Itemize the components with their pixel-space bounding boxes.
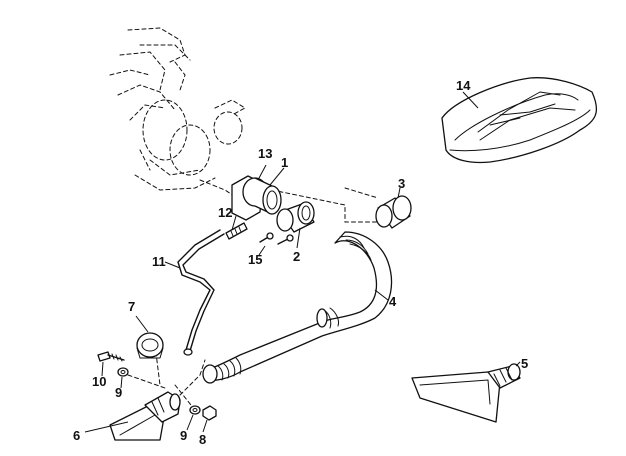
callout-13: 13 bbox=[258, 146, 272, 161]
screw-15 bbox=[259, 232, 294, 245]
bolt-10 bbox=[97, 351, 125, 362]
callout-5: 5 bbox=[521, 356, 528, 371]
callout-9a: 9 bbox=[115, 385, 122, 400]
spring-pin bbox=[225, 222, 248, 240]
callout-1: 1 bbox=[281, 155, 288, 170]
bent-rod bbox=[177, 229, 225, 356]
callout-2: 2 bbox=[293, 249, 300, 264]
flat-nozzle bbox=[109, 391, 181, 441]
washer-9a bbox=[117, 367, 129, 377]
callout-14: 14 bbox=[456, 78, 471, 93]
tube-fitting bbox=[276, 201, 315, 233]
clamp-ring bbox=[136, 332, 164, 359]
callout-9b: 9 bbox=[180, 428, 187, 443]
callout-labels: 1 2 3 4 5 6 7 8 9 9 10 11 12 13 14 15 bbox=[73, 78, 528, 447]
callout-11: 11 bbox=[152, 254, 166, 269]
callout-6: 6 bbox=[73, 428, 80, 443]
callout-8: 8 bbox=[199, 432, 206, 447]
callout-7: 7 bbox=[128, 299, 135, 314]
leader-lines bbox=[84, 91, 521, 433]
callout-15: 15 bbox=[248, 252, 262, 267]
callout-3: 3 bbox=[398, 176, 405, 191]
end-cap bbox=[375, 195, 412, 229]
nut-8 bbox=[202, 405, 217, 421]
assembly-guide-lines bbox=[127, 187, 393, 411]
callout-12: 12 bbox=[218, 205, 232, 220]
floor-nozzle bbox=[411, 363, 521, 423]
engine-phantom-outline bbox=[109, 27, 247, 201]
cover-mat bbox=[441, 77, 598, 164]
washer-9b bbox=[189, 405, 201, 415]
callout-10: 10 bbox=[92, 374, 106, 389]
flange-adapter bbox=[231, 175, 282, 221]
callout-4: 4 bbox=[389, 294, 397, 309]
